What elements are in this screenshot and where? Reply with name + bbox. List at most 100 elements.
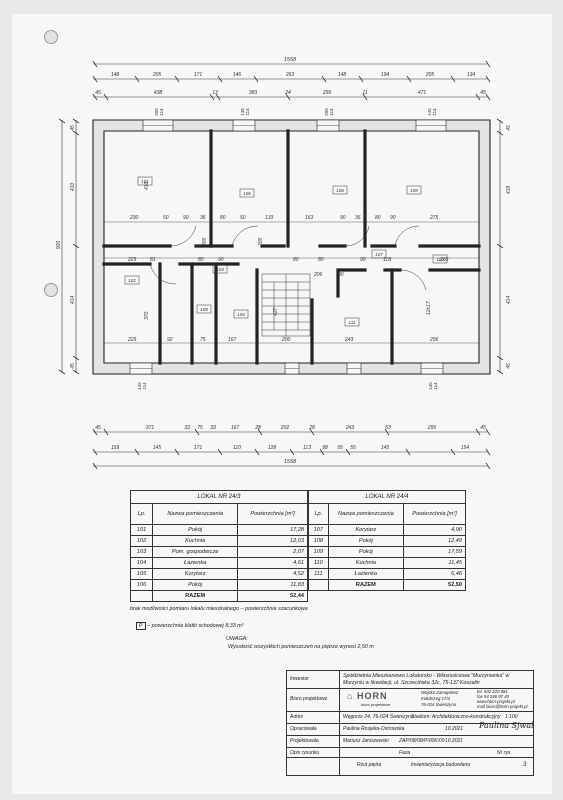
drawing-text: Rzut piętra xyxy=(357,762,382,768)
office-contact-1: tel. 502 220 081 xyxy=(477,689,508,694)
room-area-cell: 6,46 xyxy=(403,568,466,580)
dimension-label: 243 xyxy=(345,425,355,431)
svg-text:206: 206 xyxy=(313,272,323,278)
dimension-label: 148 xyxy=(111,72,120,78)
dimension-label: 55 xyxy=(350,445,356,451)
room-name-cell: Łazienka xyxy=(327,568,405,580)
dimension-label: 113 xyxy=(303,445,311,451)
note-room-height: Wysokość wszystkich pomieszczeń na piętr… xyxy=(228,644,374,650)
dimension-label: 383 xyxy=(249,90,258,96)
svg-text:12x17: 12x17 xyxy=(426,301,432,315)
dimension-label: 371 xyxy=(146,425,155,431)
room-area-cell: 4,52 xyxy=(237,568,308,580)
window-dimension-label: 114 xyxy=(159,108,164,116)
table-lokal-24-4: LOKAL NR 24/4 Lp. Nazwa pomieszczenia Po… xyxy=(308,490,466,591)
svg-text:229: 229 xyxy=(127,337,137,343)
svg-text:80: 80 xyxy=(198,257,204,263)
col-header-lp: Lp. xyxy=(129,503,154,525)
room-number-cell: 101 xyxy=(129,524,154,536)
investor-label: Inwestor xyxy=(290,676,309,682)
room-number-cell: 107 xyxy=(308,524,329,536)
room-area-cell: 11,45 xyxy=(403,557,466,569)
room-number-label: 101 xyxy=(141,179,149,184)
dimension-label: 202 xyxy=(280,425,290,431)
dimension-label: 263 xyxy=(285,72,295,78)
total-label: RAZEM xyxy=(327,579,405,591)
room-name-cell: Pom. gospodarcze xyxy=(152,546,239,558)
overall-width-dimension: 1558 xyxy=(284,459,297,465)
svg-text:133: 133 xyxy=(265,215,274,221)
room-area-cell: 11,83 xyxy=(237,579,308,591)
binder-hole-middle xyxy=(44,283,58,297)
window-dimension-label: 148 xyxy=(240,108,245,116)
svg-text:118: 118 xyxy=(383,257,391,263)
stair-legend-text: – powierzchnia klatki schodowej 8,33 m² xyxy=(147,623,244,629)
svg-text:260: 260 xyxy=(439,257,449,263)
room-number-label: 107 xyxy=(375,252,383,257)
svg-text:81: 81 xyxy=(150,257,156,263)
dimension-label: 438 xyxy=(154,90,163,96)
col-header-name: Nazwa pomieszczenia xyxy=(327,503,405,525)
svg-text:90: 90 xyxy=(183,215,189,221)
room-name-cell: Pokój xyxy=(152,579,239,591)
room-area-cell: 12,49 xyxy=(403,535,466,547)
col-header-area: Powierzchnia [m²] xyxy=(403,503,466,525)
dimension-label: 45 xyxy=(480,90,486,96)
dimension-label: 134 xyxy=(467,72,476,78)
room-number-label: 104 xyxy=(237,312,245,317)
drafted-text: Paulina Rosjeka-Ostrowska xyxy=(343,726,405,732)
dimension-label: 410 xyxy=(70,183,76,192)
room-number-label: 103 xyxy=(216,267,224,272)
room-number-label: 105 xyxy=(200,307,208,312)
note-estimated-area: brak możliwości pomiaru lokalu mieszkaln… xyxy=(130,606,308,612)
room-number-label: 110 xyxy=(436,257,444,262)
window-dimension-label: 114 xyxy=(433,382,438,390)
svg-text:229: 229 xyxy=(127,257,137,263)
svg-text:410: 410 xyxy=(144,181,150,190)
stair-legend-symbol: P xyxy=(136,622,146,630)
svg-text:243: 243 xyxy=(344,337,354,343)
horn-logo: ⌂ HORN xyxy=(347,691,387,701)
svg-text:80: 80 xyxy=(318,257,324,263)
dimension-label: 171 xyxy=(194,445,203,451)
svg-text:36: 36 xyxy=(200,215,206,221)
svg-text:167: 167 xyxy=(228,337,237,343)
svg-text:90: 90 xyxy=(218,257,224,263)
dimension-label: 299 xyxy=(322,90,332,96)
svg-text:296: 296 xyxy=(429,337,439,343)
window-dimension-label: 114 xyxy=(329,108,334,116)
dimension-label: 167 xyxy=(231,425,240,431)
window-dimension-label: 205 xyxy=(324,108,329,116)
dimension-label: 98 xyxy=(322,445,328,451)
dimension-label: 45 xyxy=(70,125,76,131)
room-number-cell: 103 xyxy=(129,546,154,558)
office-contact-4: mail biuro@horn-projekt.pl xyxy=(477,704,528,709)
scale-text: 1:100 xyxy=(505,714,518,720)
room-number-label: 111 xyxy=(349,320,356,325)
logo-house-icon: ⌂ xyxy=(347,691,354,701)
col-header-name: Nazwa pomieszczenia xyxy=(152,503,239,525)
room-area-cell: 12,03 xyxy=(237,535,308,547)
date-2: 10.2021 xyxy=(445,738,464,744)
dimension-label: 11 xyxy=(362,90,367,96)
room-number-cell: 104 xyxy=(129,557,154,569)
svg-text:80: 80 xyxy=(220,215,226,221)
dimension-label: 63 xyxy=(385,425,391,431)
dimension-label: 418 xyxy=(506,186,512,195)
room-name-cell: Pokój xyxy=(152,524,239,536)
svg-text:163: 163 xyxy=(305,215,314,221)
svg-text:230: 230 xyxy=(129,215,139,221)
dimension-label: 13 xyxy=(212,90,218,96)
dimension-label: 33 xyxy=(210,425,216,431)
office-address-3: 76-024 Świeszyno xyxy=(421,702,457,707)
window-dimension-label: 145 xyxy=(428,382,433,390)
sheet-label: Nr rys. xyxy=(497,750,512,756)
room-number-label: 108 xyxy=(336,188,344,193)
total-value: 52,44 xyxy=(237,590,308,602)
svg-text:80: 80 xyxy=(375,215,381,221)
room-area-cell: 17,59 xyxy=(403,546,466,558)
